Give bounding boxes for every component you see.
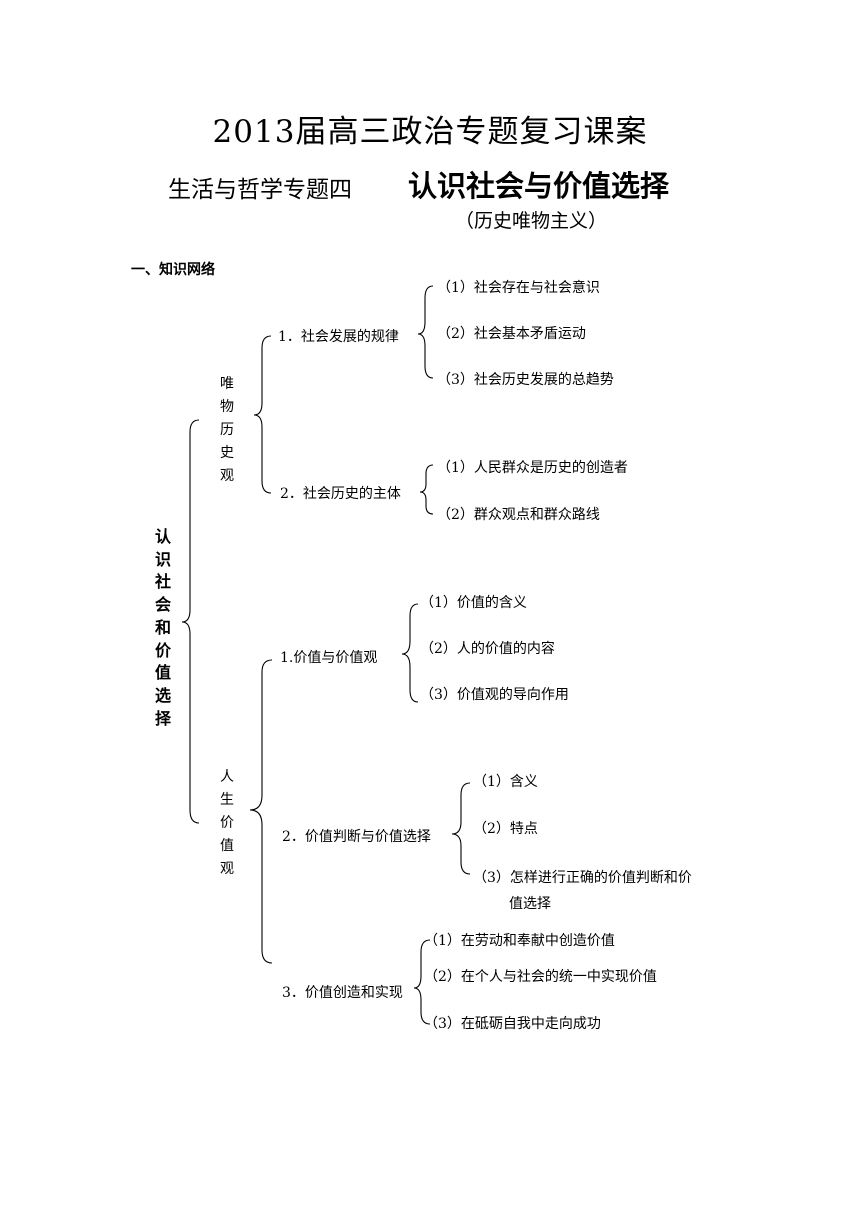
list-item: （2）群众观点和群众路线 xyxy=(437,507,600,523)
list-item-continuation: 值选择 xyxy=(509,896,551,912)
tree-root: 认识社会和价值选择 xyxy=(154,527,171,728)
branch1-label: 唯物历史观 xyxy=(220,376,234,484)
node12-brace xyxy=(419,464,434,515)
section-heading: 一、知识网络 xyxy=(131,262,215,278)
branch2-node2: 2．价值判断与价值选择 xyxy=(282,829,431,845)
branch2-brace xyxy=(249,659,273,964)
branch2-label: 人生价值观 xyxy=(220,769,234,877)
branch2-node1: 1.价值与价值观 xyxy=(280,650,378,666)
branch1-node2: 2．社会历史的主体 xyxy=(280,486,401,502)
list-item: （3）在砥砺自我中走向成功 xyxy=(424,1016,601,1032)
list-item: （3）社会历史发展的总趋势 xyxy=(437,372,614,388)
node23-brace xyxy=(413,939,431,1025)
branch2-node3: 3．价值创造和实现 xyxy=(282,985,403,1001)
list-item: （3）怎样进行正确的价值判断和价 xyxy=(473,870,692,886)
list-item: （3）价值观的导向作用 xyxy=(420,687,569,703)
list-item: （1）价值的含义 xyxy=(420,595,527,611)
subtitle-note: （历史唯物主义） xyxy=(455,210,608,232)
list-item: （2）在个人与社会的统一中实现价值 xyxy=(424,969,657,985)
list-item: （1）社会存在与社会意识 xyxy=(437,280,600,296)
node11-brace xyxy=(417,285,434,379)
branch1-brace xyxy=(253,335,272,494)
list-item: （2）特点 xyxy=(473,821,538,837)
subtitle-main: 认识社会与价值选择 xyxy=(408,169,670,203)
list-item: （1）人民群众是历史的创造者 xyxy=(437,460,628,476)
list-item: （1）含义 xyxy=(473,774,538,790)
list-item: （2）人的价值的内容 xyxy=(420,641,555,657)
list-item: （1）在劳动和奉献中创造价值 xyxy=(424,933,615,949)
document-title: 2013届高三政治专题复习课案 xyxy=(212,114,648,150)
list-item: （2）社会基本矛盾运动 xyxy=(437,326,586,342)
branch1-node1: 1．社会发展的规律 xyxy=(278,329,399,345)
node21-brace xyxy=(401,603,419,703)
root-brace xyxy=(181,419,200,824)
node22-brace xyxy=(451,782,471,875)
subtitle-topic: 生活与哲学专题四 xyxy=(168,177,352,203)
